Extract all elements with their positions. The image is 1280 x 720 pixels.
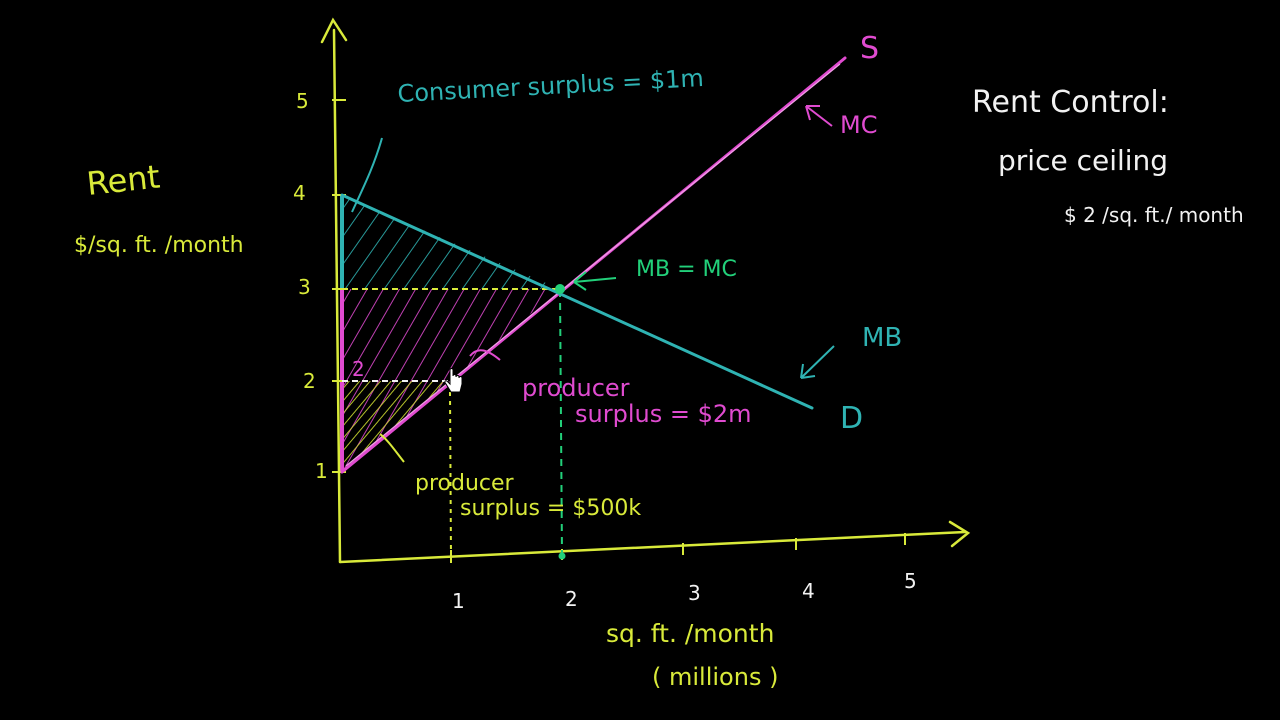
y-tick-label-4: 4 [293, 181, 306, 205]
y-tick-label-2: 2 [303, 369, 316, 393]
producer-surplus-2m-line2: surplus = $2m [575, 400, 751, 428]
y-tick-label-3: 3 [298, 275, 311, 299]
guide-lines [342, 288, 563, 561]
x-tick-label-3: 3 [688, 581, 701, 605]
y-axis-label-line1: Rent [85, 158, 162, 203]
y-axis [320, 17, 348, 564]
x-axis-label-line2: ( millions ) [652, 663, 778, 691]
mb-label: MB [862, 323, 902, 353]
notes-title: Rent Control: [972, 85, 1169, 120]
supply-curve-overdraw [345, 63, 841, 467]
notes-ceiling-value: $ 2 /sq. ft./ month [1064, 203, 1244, 227]
y-tick-label-5: 5 [296, 89, 309, 113]
mb-arrow [800, 345, 835, 379]
x-tick-label-2: 2 [565, 587, 578, 611]
x-axis-label-line1: sq. ft. /month [606, 619, 774, 648]
x-axis [338, 520, 971, 564]
x-tick-label-1: 1 [452, 589, 465, 613]
x-tick-label-5: 5 [904, 569, 917, 593]
consumer-surplus-label: Consumer surplus = $1m [397, 64, 705, 108]
equilibrium-arrow [573, 271, 617, 291]
mc-arrow [805, 105, 833, 127]
y-axis-label-line2: $/sq. ft. /month [74, 233, 244, 258]
mc-label: MC [840, 111, 877, 139]
supply-label: S [860, 31, 879, 66]
producer-surplus-2m-pointer [469, 349, 501, 361]
demand-curve [340, 193, 814, 410]
notes-price-ceiling: price ceiling [998, 144, 1168, 177]
x-tick-label-4: 4 [802, 579, 815, 603]
producer-surplus-500k-line2: surplus = $500k [460, 496, 641, 521]
producer-surplus-500k-pointer [379, 433, 405, 463]
region-number-label: 2 [352, 357, 365, 381]
equilibrium-label: MB = MC [636, 257, 737, 282]
producer-surplus-2m-line1: producer [522, 374, 630, 402]
y-tick-label-1: 1 [315, 459, 328, 483]
hand-cursor-icon [444, 368, 463, 393]
producer-surplus-500k-line1: producer [415, 471, 515, 496]
demand-label: D [840, 401, 863, 436]
equilibrium-point [555, 284, 565, 294]
x-axis-equilibrium-marker [558, 552, 566, 560]
consumer-surplus-pointer [351, 137, 383, 213]
